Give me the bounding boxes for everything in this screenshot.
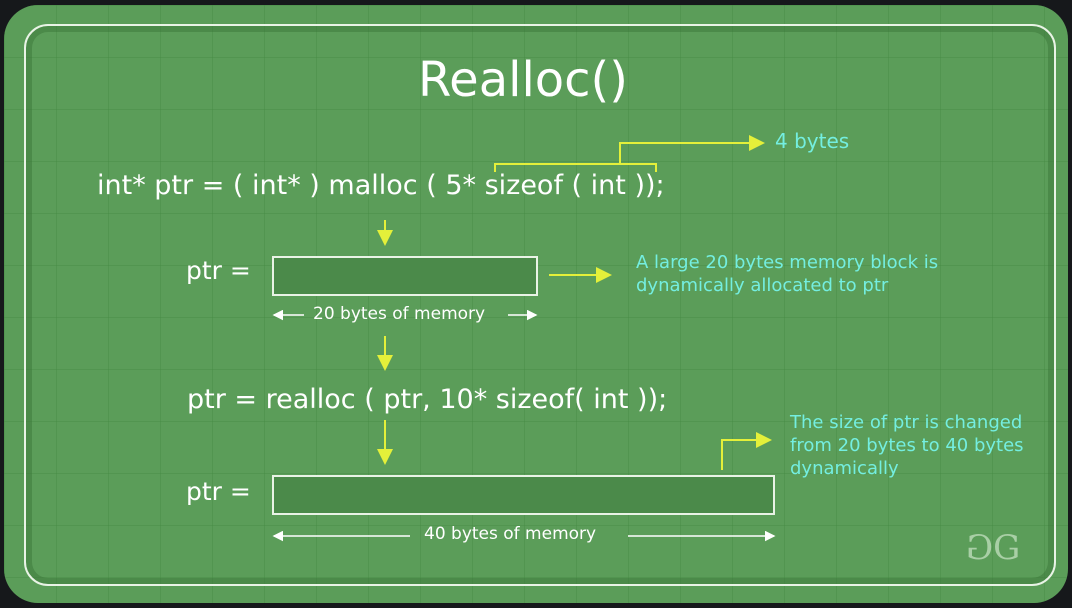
ptr-label-2: ptr = <box>186 477 251 506</box>
resize-note: The size of ptr is changed from 20 bytes… <box>790 411 1024 480</box>
ptr-label-1: ptr = <box>186 256 251 285</box>
diagram-title: Realloc() <box>417 52 629 108</box>
sizeof-note: 4 bytes <box>775 129 850 153</box>
note-line: The size of ptr is changed <box>790 412 1023 433</box>
allocation-note: A large 20 bytes memory block is dynamic… <box>636 251 938 297</box>
size-label-20: 20 bytes of memory <box>313 304 486 324</box>
note-line: A large 20 bytes memory block is <box>636 252 939 273</box>
note-line: dynamically <box>790 458 899 479</box>
memory-block-40 <box>272 475 775 515</box>
memory-block-20 <box>272 256 538 296</box>
gfg-logo: GG <box>970 528 1020 568</box>
note-line: from 20 bytes to 40 bytes <box>790 435 1024 456</box>
realloc-code-line: ptr = realloc ( ptr, 10* sizeof( int )); <box>187 384 668 415</box>
note-line: dynamically allocated to ptr <box>636 275 889 296</box>
malloc-code-line: int* ptr = ( int* ) malloc ( 5* sizeof (… <box>97 170 665 201</box>
diagram-panel <box>4 5 1068 603</box>
inner-frame <box>24 24 1056 586</box>
resize-arrow <box>721 432 772 470</box>
sizeof-arrow <box>619 135 765 164</box>
size-label-40: 40 bytes of memory <box>424 524 597 544</box>
sizeof-bracket <box>494 163 657 172</box>
